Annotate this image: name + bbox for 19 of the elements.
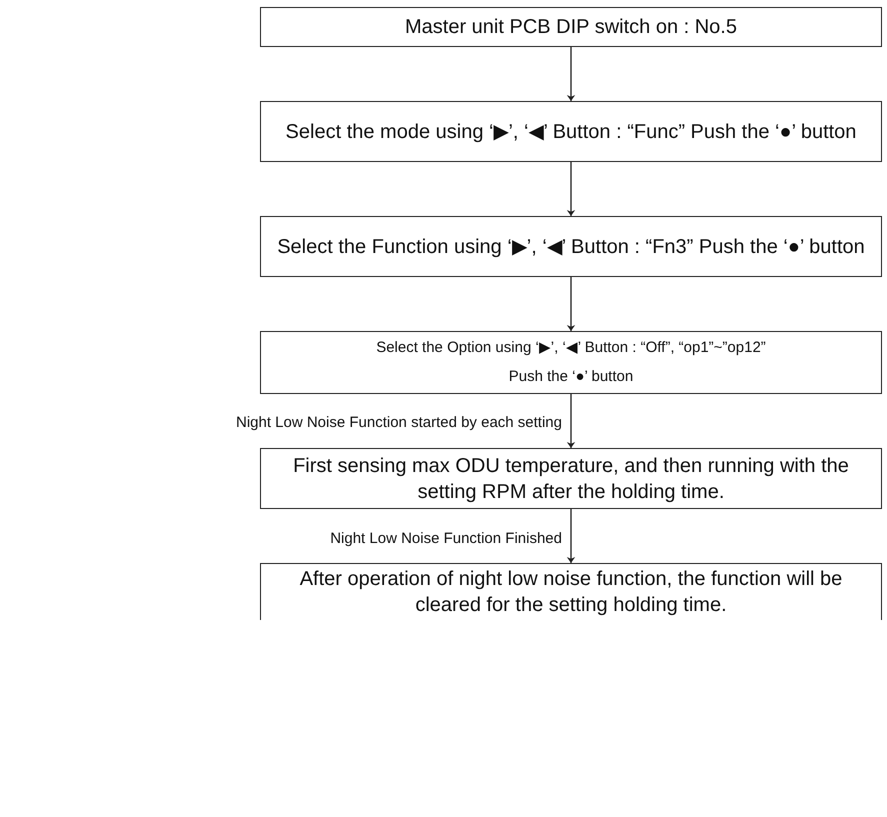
box-text: Select the Function using ‘▶’, ‘◀’ Button : “Fn3” Push the ‘●’ button <box>277 234 865 260</box>
process-box <box>260 448 882 509</box>
edge-label: Night Low Noise Function Finished <box>328 530 564 547</box>
process-box <box>260 7 882 47</box>
arrow <box>566 394 576 448</box>
arrow <box>566 509 576 563</box>
process-box <box>260 101 882 162</box>
box-text: Master unit PCB DIP switch on : No.5 <box>405 15 737 40</box>
process-box <box>260 216 882 277</box>
arrow <box>566 47 576 101</box>
arrow <box>566 277 576 331</box>
box-text: After operation of night low noise function, the function will be cleared for the setting holding time. <box>298 567 844 618</box>
arrow <box>566 162 576 216</box>
box-text: First sensing max ODU temperature, and then running with the setting RPM after the holding time. <box>292 454 850 504</box>
process-box <box>260 331 882 394</box>
box-text: Push the ‘●’ button <box>508 366 634 386</box>
process-box <box>260 563 882 620</box>
box-text: Select the mode using ‘▶’, ‘◀’ Button : “Func” Push the ‘●’ button <box>286 120 856 144</box>
box-text: Select the Option using ‘▶’, ‘◀’ Button : “Off”, “op1”~”op12” <box>376 338 766 358</box>
